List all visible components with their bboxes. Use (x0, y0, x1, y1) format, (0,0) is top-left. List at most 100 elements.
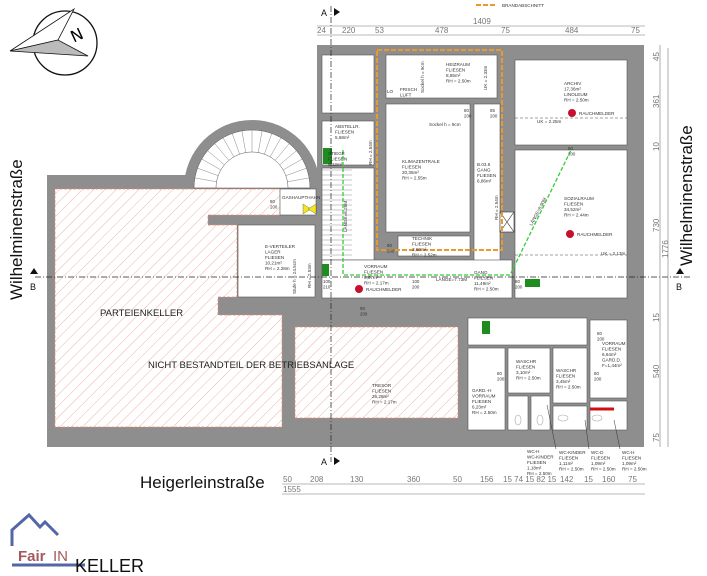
room-vorraum-gang (321, 259, 513, 299)
svg-text:Sockel h = 9cm: Sockel h = 9cm (429, 122, 461, 127)
label-line: WC-H (527, 449, 540, 454)
label-line: GARD.-H (472, 388, 491, 393)
label-line: GARD.D. (602, 358, 621, 363)
label-line: FLIESEN (591, 456, 610, 461)
svg-text:75: 75 (501, 26, 510, 35)
label-line: 200 (412, 284, 420, 289)
label-line: 8,85m² (446, 73, 461, 78)
smoke-detector-label: RAUCHMELDER (577, 232, 613, 237)
spiral-staircase (193, 129, 311, 189)
room-label-gashaupthahn: GASHAUPTHAHN (282, 195, 320, 200)
room-heizraum (385, 54, 498, 99)
svg-text:45: 45 (652, 52, 661, 61)
svg-text:160: 160 (602, 475, 616, 484)
svg-text:53: 53 (375, 26, 384, 35)
stair-tread (214, 143, 230, 161)
svg-text:LÄNGE=7.73M: LÄNGE=7.73M (436, 276, 467, 282)
label-line: FLIESEN (364, 270, 383, 275)
label-line: RH = 2.52m (412, 253, 437, 258)
svg-text:142: 142 (560, 475, 574, 484)
label-line: LINOLEUM (564, 92, 588, 97)
label-line: WC-KINDER (559, 450, 586, 455)
room-klimazentrale (385, 103, 471, 233)
label-line: 90 (387, 243, 392, 248)
room-wc-kinder (530, 395, 551, 431)
label-line: FLIESEN (516, 365, 535, 370)
svg-text:484: 484 (565, 26, 579, 35)
label-line: RH = 2.50m (564, 98, 589, 103)
svg-text:IN: IN (53, 548, 68, 565)
svg-text:RH = 2.53m: RH = 2.53m (307, 263, 312, 288)
svg-text:RH = 2.54m: RH = 2.54m (368, 140, 373, 165)
street-right: Wilhelminenstraße (677, 125, 696, 266)
room-gashaupthahn (279, 188, 317, 216)
label-line: FLIESEN (556, 374, 575, 379)
label-line: 1,09m² (622, 461, 637, 466)
not-part-label: NICHT BESTANDTEIL DER BETRIEBSANLAGE (148, 360, 354, 371)
svg-text:730: 730 (652, 218, 661, 232)
label-line: 80 (568, 146, 573, 151)
label-line: LO (387, 89, 394, 94)
smoke-detector-label: RAUCHMELDER (579, 111, 615, 116)
label-line: 34,52m² (564, 207, 581, 212)
label-line: 210 (323, 284, 331, 289)
label-line: 80 (464, 108, 469, 113)
toilet-icon (557, 414, 569, 422)
label-line: 90 (360, 306, 365, 311)
label-line: 80 (597, 331, 602, 336)
svg-text:24: 24 (317, 26, 326, 35)
escape-route (302, 147, 573, 334)
label-line: 3,10m² (516, 370, 531, 375)
label-line: ARCHIV (564, 81, 582, 86)
svg-text:UK = 2.33m: UK = 2.33m (483, 65, 488, 90)
stair-tread (194, 177, 217, 182)
legend-fire-section: BRANDABSCHNITT (476, 3, 544, 8)
stair-tread (241, 130, 246, 153)
label-line: 80 (594, 371, 599, 376)
label-line: 200 (515, 284, 523, 289)
label-line: WC-D (591, 450, 604, 455)
svg-text:Fair: Fair (18, 548, 46, 565)
label-line: 200 (387, 248, 395, 253)
label-line: RH = 2.50m (559, 467, 584, 472)
stair-tread (285, 167, 307, 176)
svg-text:UK = 2.13m: UK = 2.13m (601, 251, 626, 256)
section-b-right: B (676, 282, 682, 292)
svg-text:LÄNGE=6.28M: LÄNGE=6.28M (342, 201, 348, 232)
label-line: FLIESEN (527, 460, 546, 465)
label-line: 200 (568, 151, 576, 156)
toilet-icon (536, 414, 544, 426)
section-arrow-icon (30, 268, 38, 274)
label-line: 200 (270, 204, 278, 209)
section-a-bottom: A (321, 457, 327, 467)
label-line: RH = 2.50m (527, 471, 552, 476)
label-line: 85 (490, 108, 495, 113)
stair-tread (207, 150, 225, 166)
street-left: Wilhelminenstraße (7, 159, 26, 300)
label-line: WASCHR (516, 359, 537, 364)
label-line: FLIESEN (472, 399, 491, 404)
label-line: RH = 2.50m (591, 467, 616, 472)
label-line: 200 (594, 376, 602, 381)
stair-tread (201, 158, 221, 171)
stair-tread (231, 133, 240, 155)
stair-tread (279, 150, 297, 166)
label-line: E-VERTEILER (265, 244, 296, 249)
label-line: FLIESEN (402, 165, 421, 170)
stair-tread (222, 137, 235, 157)
label-line: TRESOR (372, 383, 392, 388)
section-arrow-icon (676, 268, 684, 274)
label-line: GASHAUPTHAHN (282, 195, 320, 200)
label-line: 5,68m² (335, 135, 350, 140)
room-vorraum-h (467, 347, 506, 431)
compass-label: N (67, 24, 86, 46)
label-line: RH = 2.17m (364, 281, 389, 286)
